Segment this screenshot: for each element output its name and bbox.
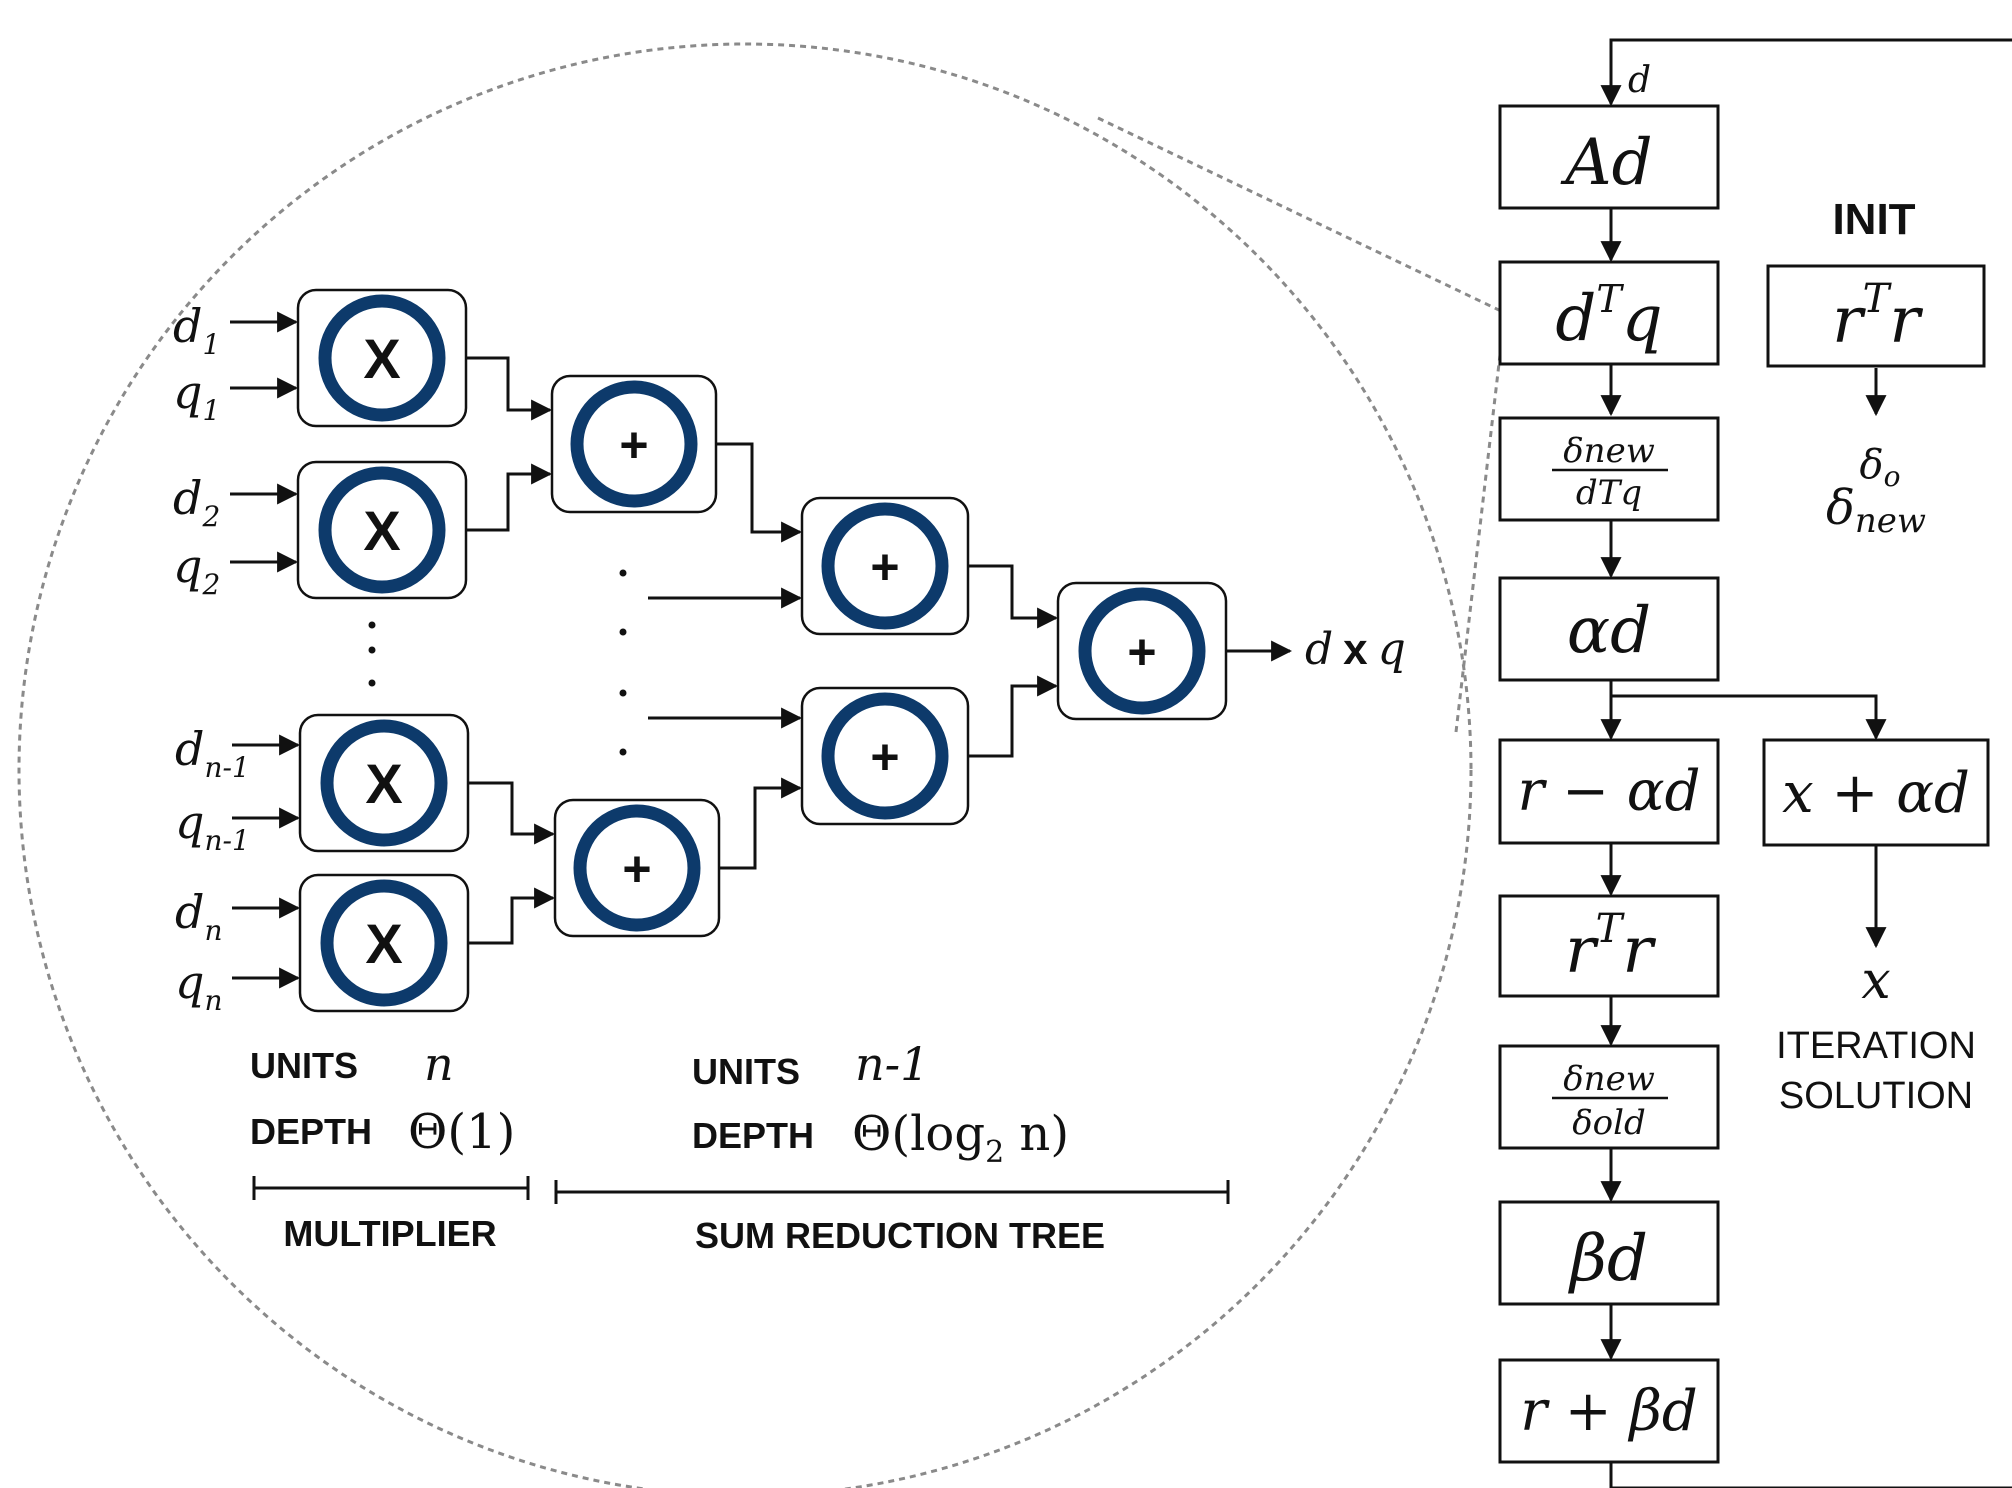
box-x-plus: x + αd <box>1762 738 1990 847</box>
units-label: UNITS <box>692 1051 800 1092</box>
input-qn: qn <box>175 955 223 1017</box>
multiply-ring <box>318 294 446 422</box>
multiply-symbol: X <box>365 912 402 975</box>
svg-text:δold: δold <box>1572 1103 1646 1143</box>
multiplier-n-1: X <box>298 713 470 853</box>
multiply-symbol: X <box>365 752 402 815</box>
multiplier-ellipsis <box>368 621 376 687</box>
add-symbol: + <box>1127 624 1156 680</box>
adder-2: + <box>553 798 721 938</box>
multiply-ring <box>320 879 448 1007</box>
tree-label: SUM REDUCTION TREE <box>695 1215 1105 1256</box>
svg-text:βd: βd <box>1568 1222 1648 1296</box>
init-delta-new: δnew <box>1826 480 1926 541</box>
add-ring <box>1078 587 1206 715</box>
depth-label: DEPTH <box>250 1111 372 1152</box>
units-value: n-1 <box>855 1037 929 1091</box>
magnifier-circle <box>17 42 1473 1488</box>
box-init-rtr: rTr <box>1766 264 1986 368</box>
multiplier-2: X <box>296 460 468 600</box>
init-delta-0: δo <box>1860 442 1901 493</box>
flow-arrows <box>1600 208 1887 1361</box>
adder-3: + <box>800 496 970 636</box>
tree-connectors <box>466 356 1293 945</box>
box-beta-d: βd <box>1498 1200 1720 1306</box>
feedback-loop <box>1600 38 2012 1488</box>
solution-line-1: ITERATION <box>1776 1025 1976 1067</box>
input-labels: d1 q1 d2 q2 dn-1 qn-1 dn qn <box>173 299 250 1017</box>
svg-text:δnew: δnew <box>1563 1059 1655 1099</box>
svg-text:αd: αd <box>1567 594 1651 668</box>
units-left: UNITS n DEPTH Θ(1) <box>250 1037 515 1160</box>
box-dtq: dTq <box>1498 260 1720 366</box>
solution-x: x <box>1861 951 1890 1011</box>
adder-final: + <box>1056 581 1228 721</box>
multiplier-label: MULTIPLIER <box>283 1213 496 1254</box>
box-fraction-2: δnew δold <box>1498 1044 1720 1150</box>
multiply-symbol: X <box>363 499 400 562</box>
zoom-line-bottom <box>1454 354 1502 733</box>
units-value: n <box>424 1037 454 1091</box>
add-ring <box>821 502 949 630</box>
solution-line-2: SOLUTION <box>1779 1075 1973 1117</box>
svg-text:Ad: Ad <box>1560 126 1652 200</box>
box-alpha-d: αd <box>1498 576 1720 682</box>
feedback-label: d <box>1628 60 1651 101</box>
add-ring <box>573 804 701 932</box>
input-q2: q2 <box>173 539 220 601</box>
input-q1: q1 <box>173 365 220 427</box>
input-dn: dn <box>175 885 223 947</box>
multiplier-1: X <box>296 288 468 428</box>
add-symbol: + <box>622 841 651 897</box>
svg-text:rTr: rTr <box>1565 906 1656 988</box>
add-ring <box>570 380 698 508</box>
units-right: UNITS n-1 DEPTH Θ(log2 n) <box>692 1037 1069 1170</box>
units-label: UNITS <box>250 1045 358 1086</box>
multiply-ring <box>318 466 446 594</box>
input-arrows <box>230 311 301 989</box>
svg-text:dTq: dTq <box>1576 473 1642 513</box>
box-r-plus: r + βd <box>1498 1358 1720 1464</box>
add-symbol: + <box>870 539 899 595</box>
adder-1: + <box>550 374 718 514</box>
depth-label: DEPTH <box>692 1115 814 1156</box>
add-symbol: + <box>870 729 899 785</box>
box-rtr: rTr <box>1498 894 1720 998</box>
input-dn-1: dn-1 <box>175 722 250 784</box>
svg-text:r − αd: r − αd <box>1518 759 1701 824</box>
depth-value: Θ(log2 n) <box>852 1106 1069 1170</box>
add-ring <box>821 692 949 820</box>
tree-ellipsis <box>619 569 627 756</box>
add-symbol: + <box>619 417 648 473</box>
svg-text:r + βd: r + βd <box>1520 1379 1698 1444</box>
multiply-symbol: X <box>363 327 400 390</box>
multiplier-n: X <box>298 873 470 1013</box>
svg-text:rTr: rTr <box>1832 276 1923 358</box>
box-ad: Ad <box>1498 104 1720 210</box>
box-r-minus: r − αd <box>1498 738 1720 845</box>
brackets <box>252 1176 1230 1204</box>
input-d2: d2 <box>173 471 220 533</box>
svg-text:dTq: dTq <box>1555 277 1662 356</box>
depth-value: Θ(1) <box>408 1104 515 1160</box>
box-fraction-1: δnew dTq <box>1498 416 1720 522</box>
svg-text:δnew: δnew <box>1563 431 1655 471</box>
input-d1: d1 <box>173 299 220 361</box>
adder-4: + <box>800 686 970 826</box>
input-qn-1: qn-1 <box>175 795 250 857</box>
zoom-line-top <box>1097 116 1504 314</box>
init-title: INIT <box>1832 195 1915 244</box>
svg-text:x + αd: x + αd <box>1782 761 1970 826</box>
multiply-ring <box>320 719 448 847</box>
